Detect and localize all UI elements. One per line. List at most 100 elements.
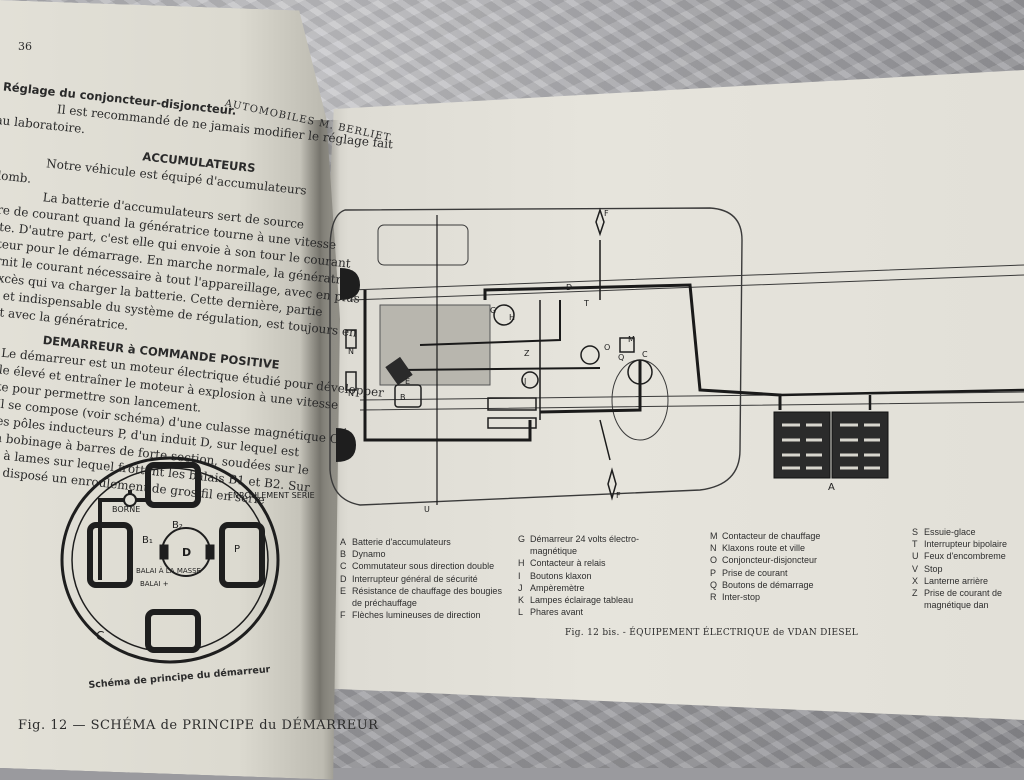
borne-terminal: [123, 493, 137, 507]
battery-pack: [773, 411, 889, 479]
legend-row: magnétique dan: [924, 600, 989, 611]
pole-winding-right: [219, 522, 265, 588]
label-resistance: E: [405, 377, 410, 386]
brush-b2: [205, 544, 215, 560]
junction-block-2: [487, 417, 537, 429]
label-balai-masse: BALAI À LA MASSE: [136, 566, 201, 575]
label-relay: H: [509, 313, 515, 322]
label-starter: G: [490, 306, 496, 315]
cab-outline: [329, 207, 743, 506]
label-inter: Q: [618, 353, 624, 362]
legend-row: de préchauffage: [352, 598, 417, 609]
label-dynamo: B: [400, 393, 406, 402]
harness-to-battery: [483, 283, 782, 410]
right-page: [305, 70, 1024, 720]
label-marker: U: [424, 505, 430, 514]
flasher-bottom: [607, 467, 617, 501]
label-conj: O: [604, 343, 610, 352]
dynamo: [394, 384, 422, 408]
flasher-bottom-lead: [599, 419, 611, 461]
label-horn-top: N: [348, 347, 354, 356]
headlight-top: [340, 268, 360, 300]
label-p: P: [234, 544, 240, 555]
commutator: [627, 359, 653, 385]
label-c: C: [96, 629, 104, 643]
label-d: D: [182, 546, 191, 559]
horn-bottom: [345, 371, 357, 391]
battery-link: [779, 388, 1024, 410]
label-flasher-top: F: [604, 209, 609, 218]
preheat-resistance: [385, 356, 413, 386]
label-t: T: [583, 299, 589, 308]
figure-12bis-caption: Fig. 12 bis. - ÉQUIPEMENT ÉLECTRIQUE de …: [565, 628, 859, 638]
radiator-outline: [377, 224, 469, 266]
label-horn-bottom: N: [348, 389, 354, 398]
figure-12-caption: Fig. 12 — SCHÉMA de PRINCIPE du DÉMARREU…: [18, 718, 379, 733]
headlight-bottom: [336, 428, 356, 462]
harness-dash: [419, 300, 561, 346]
horn-top: [345, 329, 357, 349]
label-z: Z: [524, 349, 530, 358]
label-d: D: [566, 283, 572, 292]
heating-contactor: [619, 337, 635, 353]
label-comm: C: [642, 350, 648, 359]
label-borne: BORNE: [112, 505, 140, 514]
legend-row: magnétique: [530, 546, 578, 557]
relay: [521, 371, 539, 389]
harness-starter: [539, 360, 642, 414]
harness-left: [363, 290, 532, 442]
label-balai-plus: BALAI +: [140, 580, 169, 588]
label-headlight-bottom: L: [344, 427, 349, 436]
label-b1: B₁: [142, 535, 153, 546]
book-gutter-shadow: [300, 120, 340, 720]
page-number: 36: [18, 40, 32, 53]
label-enroulement: ENROULEMENT SERIE: [228, 491, 315, 500]
starter-motor: [493, 304, 515, 326]
label-battery: A: [828, 482, 835, 493]
label-b2: B₂: [172, 520, 183, 531]
label-flasher-bottom: F: [616, 491, 621, 500]
junction-block-1: [487, 397, 537, 411]
flasher-top: [595, 207, 605, 237]
label-amp: J: [523, 377, 526, 386]
label-heat: M: [628, 335, 635, 344]
starter-yoke-outer: [60, 456, 280, 664]
pole-winding-top: [145, 462, 201, 508]
pole-winding-bottom: [145, 609, 201, 653]
frame-rail-bottom: [359, 391, 1024, 411]
harness-mid: [399, 367, 601, 371]
frame-rail-top: [349, 264, 1024, 301]
ammeter: [580, 345, 600, 365]
label-headlight-top: L: [348, 289, 353, 298]
pole-winding-left: [87, 522, 133, 588]
